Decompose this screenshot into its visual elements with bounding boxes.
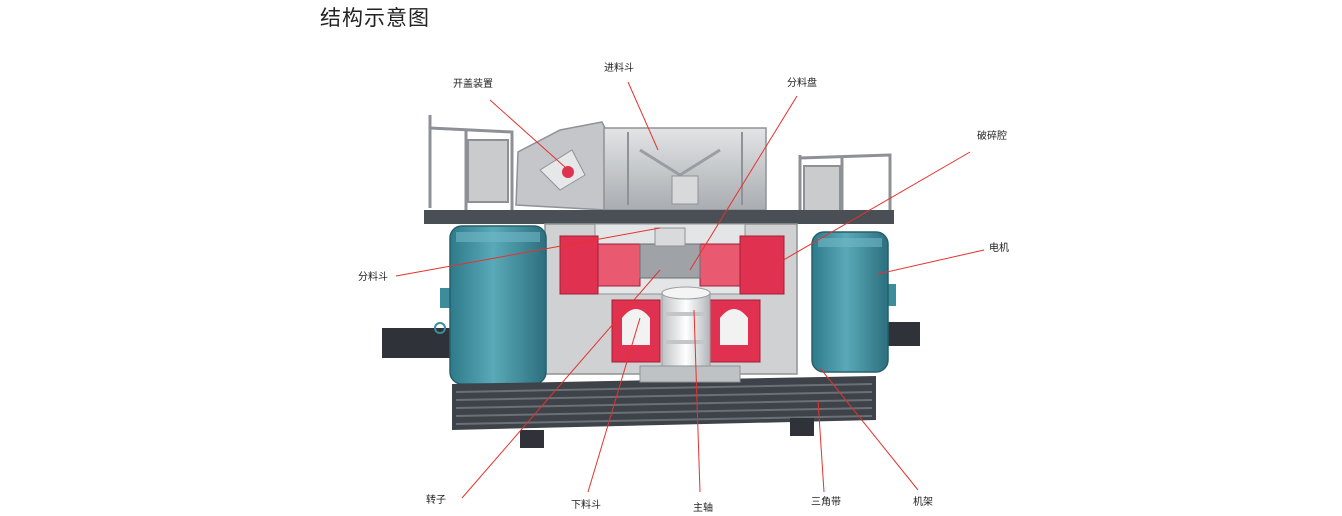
leader-frame bbox=[819, 367, 919, 491]
label-feed-hopper: 进料斗 bbox=[604, 63, 634, 74]
lid-opening-device bbox=[515, 121, 611, 211]
leader-lid-opener bbox=[489, 99, 567, 169]
feed-hopper bbox=[603, 127, 767, 211]
left-railing bbox=[428, 115, 514, 210]
left-motor bbox=[382, 225, 547, 385]
label-v-belt: 三角带 bbox=[811, 497, 841, 508]
leader-distributor-hopper bbox=[395, 227, 661, 277]
lower-hopper bbox=[611, 299, 761, 363]
label-frame: 机架 bbox=[913, 497, 933, 508]
leader-motor bbox=[877, 249, 985, 275]
leader-lower-hopper bbox=[587, 317, 641, 493]
label-distributor-hopper: 分料斗 bbox=[358, 272, 388, 283]
leader-lines bbox=[395, 81, 985, 499]
upper-deck bbox=[424, 210, 894, 224]
leader-main-shaft bbox=[693, 309, 701, 493]
leader-v-belt bbox=[817, 399, 825, 493]
leader-distributor-plate bbox=[689, 95, 798, 271]
leader-rotor bbox=[461, 269, 661, 499]
label-crushing-chamber: 破碎腔 bbox=[977, 131, 1007, 142]
label-distributor-plate: 分料盘 bbox=[787, 78, 817, 89]
label-lower-hopper: 下料斗 bbox=[571, 500, 601, 511]
label-rotor: 转子 bbox=[426, 495, 446, 506]
label-main-shaft: 主轴 bbox=[693, 503, 713, 514]
leader-feed-hopper bbox=[627, 81, 659, 151]
diagram-title: 结构示意图 bbox=[320, 6, 430, 30]
distributor-plate bbox=[639, 227, 701, 279]
base-frame bbox=[452, 365, 876, 448]
right-motor bbox=[811, 231, 920, 373]
leader-crushing-chamber bbox=[779, 151, 971, 263]
crushing-chamber bbox=[559, 235, 785, 295]
label-lid-opener: 开盖装置 bbox=[453, 79, 493, 90]
label-motor: 电机 bbox=[989, 243, 1009, 254]
